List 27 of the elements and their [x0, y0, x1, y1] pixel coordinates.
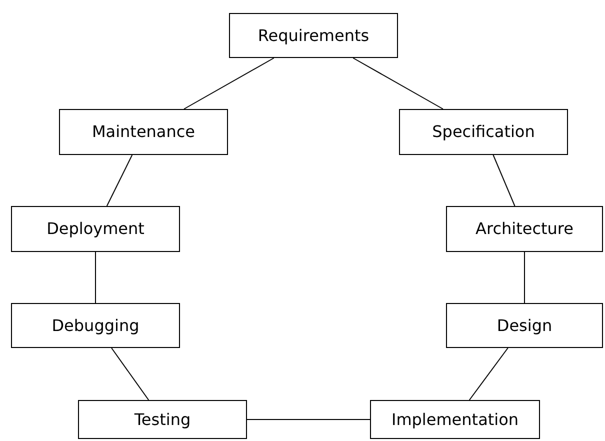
process-box	[229, 13, 398, 58]
process-box	[78, 400, 247, 439]
process-box	[370, 400, 540, 439]
box-label: Debugging	[52, 314, 140, 336]
process-box	[446, 303, 603, 348]
connector-line	[524, 252, 525, 304]
connector-line	[184, 58, 274, 110]
box-label: Design	[496, 314, 552, 336]
box-label: Deployment	[46, 218, 144, 240]
process-box	[446, 206, 603, 252]
connector-line	[106, 154, 133, 206]
connector-line	[111, 348, 150, 400]
box-label: Testing	[134, 408, 191, 430]
box-label: Architecture	[476, 218, 574, 240]
connector-line	[246, 419, 370, 420]
process-box	[11, 206, 180, 252]
process-box	[59, 109, 228, 155]
box-label: Maintenance	[92, 121, 196, 143]
connector-line	[468, 348, 508, 400]
box-label: Implementation	[391, 408, 519, 430]
connector-line	[95, 252, 96, 304]
box-label: Specification	[432, 121, 535, 143]
connector-line	[492, 154, 516, 206]
connector-line	[352, 58, 444, 110]
process-box	[399, 109, 568, 155]
process-box	[11, 303, 180, 348]
box-label: Requirements	[258, 24, 370, 46]
